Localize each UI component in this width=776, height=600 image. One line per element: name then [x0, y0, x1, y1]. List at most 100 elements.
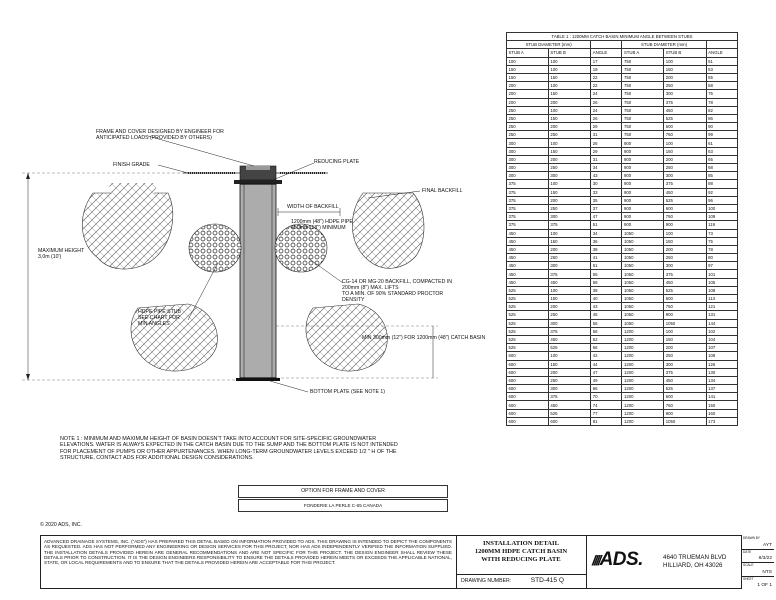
table-cell: 1200	[621, 367, 665, 377]
table-cell: 250	[547, 310, 592, 320]
table-cell: 600	[506, 400, 549, 410]
table-cell: 75	[705, 89, 739, 99]
table-cell: 525	[663, 285, 707, 296]
table-cell: 38	[590, 244, 623, 255]
table-cell: 750	[663, 212, 707, 222]
table-cell: 300	[547, 171, 592, 181]
drawing-sheet: FRAME AND COVER DESIGNED BY ENGINEER FOR…	[8, 8, 774, 592]
table-cell: 750	[621, 81, 665, 91]
table-cell: 200	[547, 367, 592, 377]
col-angle: ANGLE	[705, 48, 739, 58]
table-cell: 375	[663, 269, 707, 279]
table-cell: 47	[590, 212, 623, 222]
table-cell: 600	[506, 416, 549, 427]
option-value: FONDERIE LA PERLE C-65 CANADA	[238, 499, 448, 512]
table-cell: 525	[506, 302, 549, 312]
table-cell: 80	[705, 253, 739, 263]
table-cell: 750	[621, 105, 665, 115]
native-soil-left-upper	[108, 183, 158, 208]
table-cell: 34	[590, 228, 623, 238]
table-cell: 525	[663, 113, 707, 124]
copyright: © 2020 ADS, INC.	[40, 522, 82, 528]
table-cell: 173	[705, 416, 739, 427]
note-1: NOTE 1 : MINIMUM AND MAXIMUM HEIGHT OF B…	[60, 436, 398, 462]
table-cell: 109	[705, 351, 739, 361]
sheet: 1 OF 1	[757, 583, 772, 589]
table-cell: 1050	[621, 269, 665, 279]
table-cell: 250	[663, 81, 707, 91]
table-cell: 90	[705, 122, 739, 132]
table-cell: 600	[663, 203, 707, 214]
table-cell: 750	[621, 113, 665, 124]
table-cell: 250	[506, 105, 549, 115]
stub-angle-table: TABLE 1 : 1200MM CATCH BASIN MINIMUM ANG…	[505, 31, 739, 427]
table-cell: 1050	[621, 253, 665, 263]
table-cell: 900	[621, 146, 665, 156]
table-cell: 1200	[621, 416, 665, 427]
table-cell: 1200	[621, 359, 665, 369]
table-cell: 450	[506, 277, 549, 287]
table-cell: 900	[621, 203, 665, 214]
table-cell: 44	[590, 359, 623, 369]
table-cell: 900	[621, 179, 665, 189]
table-cell: 126	[705, 359, 739, 369]
table-cell: 300	[547, 212, 592, 222]
bottom-plate	[236, 378, 280, 381]
address: 4640 TRUEMAN BLVD HILLIARD, OH 43026	[663, 554, 727, 569]
table-cell: 250	[547, 253, 592, 263]
table-cell: 300	[506, 171, 549, 181]
table-cell: 33	[590, 187, 623, 197]
table-cell: 750	[663, 302, 707, 312]
table-cell: 75	[705, 236, 739, 246]
table-cell: 1200	[621, 392, 665, 402]
table-cell: 137	[705, 384, 739, 394]
table-cell: 1200	[621, 408, 665, 418]
table-cell: 74	[590, 400, 623, 410]
table-title: TABLE 1 : 1200MM CATCH BASIN MINIMUM ANG…	[506, 31, 738, 42]
table-cell: 375	[547, 220, 592, 230]
table-cell: 62	[590, 334, 623, 345]
table-cell: 250	[506, 130, 549, 140]
table-cell: 450	[547, 277, 592, 287]
table-cell: 900	[621, 195, 665, 205]
hdpe-pipe	[239, 183, 277, 379]
table-cell: 104	[705, 334, 739, 345]
table-cell: 51	[590, 261, 623, 271]
table-cell: 750	[621, 97, 665, 107]
table-cell: 1050	[621, 293, 665, 304]
table-cell: 300	[506, 146, 549, 156]
table-cell: 300	[506, 162, 549, 173]
native-soil-bottom-left	[130, 303, 218, 372]
table-cell: 300	[547, 384, 592, 394]
table-cell: 525	[506, 318, 549, 328]
table-cell: 450	[663, 105, 707, 115]
table-cell: 1200	[621, 343, 665, 353]
table-cell: 150	[506, 72, 549, 83]
table-cell: 200	[547, 244, 592, 255]
table-cell: 525	[506, 343, 549, 353]
table-cell: 450	[663, 187, 707, 197]
width-of-backfill-label: WIDTH OF BACKFILL	[287, 204, 339, 210]
table-cell: 100	[663, 326, 707, 336]
table-cell: 24	[590, 105, 623, 115]
table-cell: 250	[547, 162, 592, 173]
table-cell: 1050	[663, 416, 707, 427]
table-cell: 525	[506, 310, 549, 320]
table-cell: 41	[590, 253, 623, 263]
table-cell: 77	[590, 408, 623, 418]
table-cell: 36	[590, 236, 623, 246]
table-cell: 900	[621, 154, 665, 165]
